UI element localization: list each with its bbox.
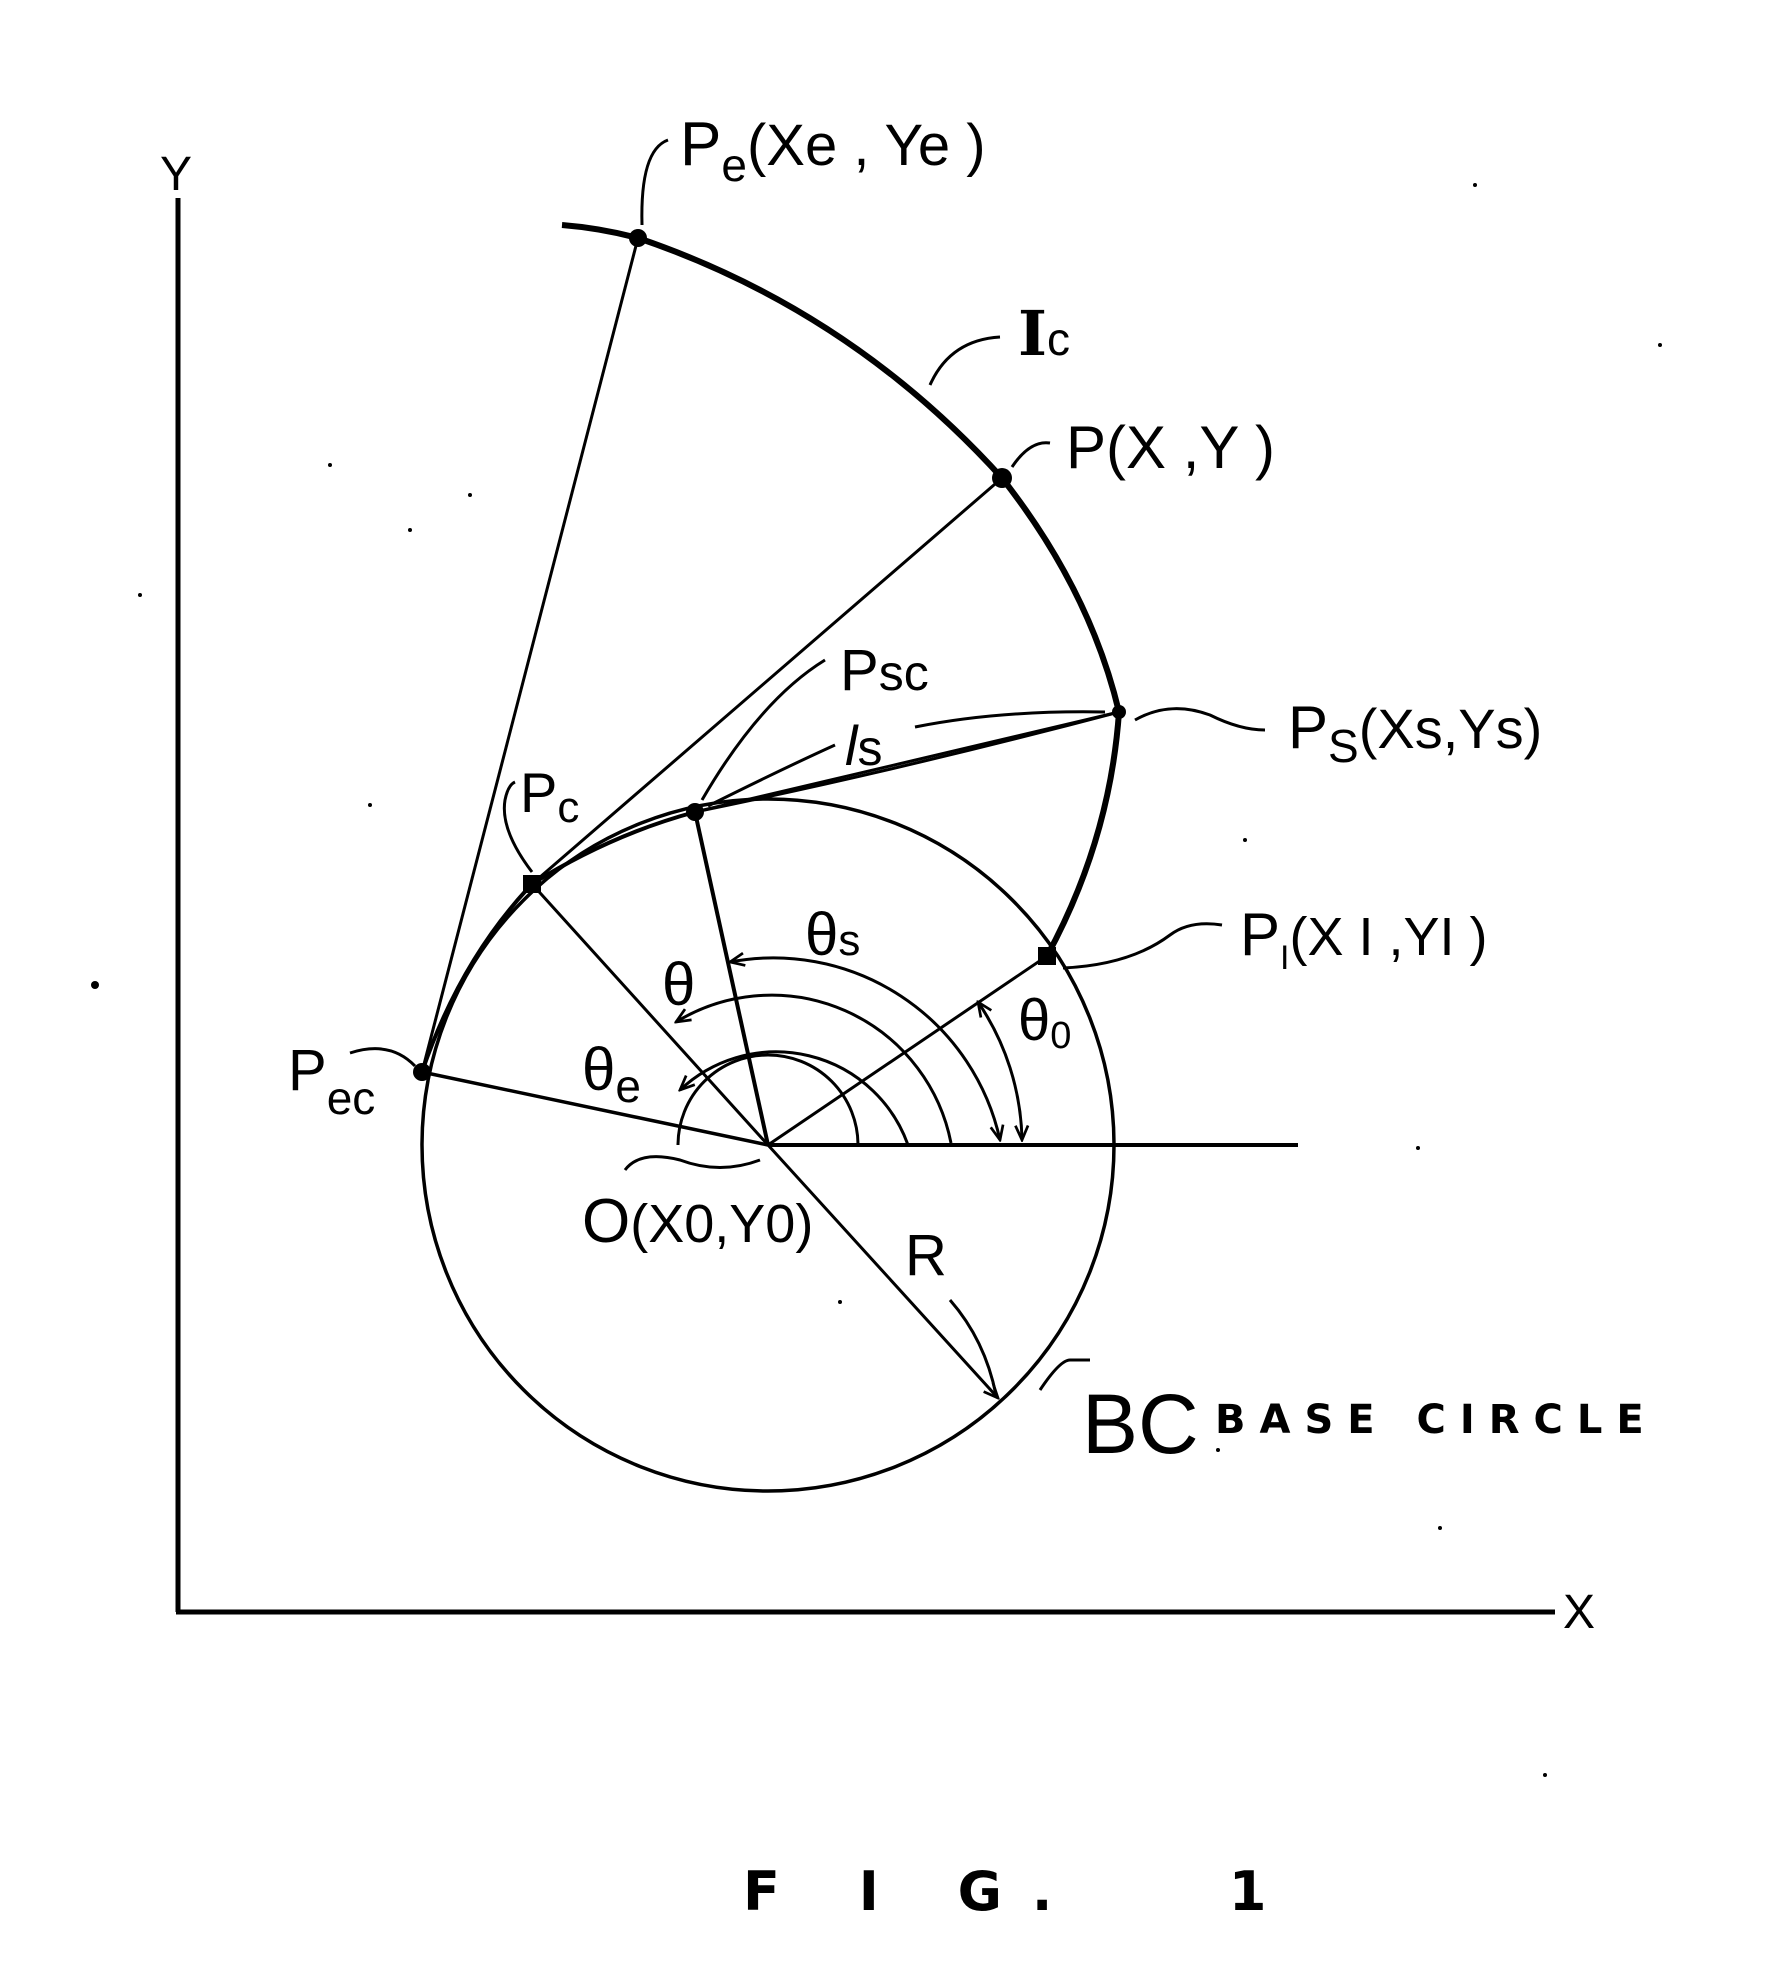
label-theta: θ: [662, 951, 695, 1018]
angle-arc-theta-0: [978, 1002, 1022, 1140]
leader-ic: [928, 335, 1001, 386]
line-psc-ps: [694, 710, 1120, 814]
radius-to-pec: [421, 1070, 769, 1147]
curve-pc-psc: [530, 810, 696, 886]
point-pc: [523, 875, 541, 893]
leader-pc: [502, 780, 534, 873]
label-base-circle: BASE CIRCLE: [1215, 1397, 1658, 1443]
leader-pi: [1062, 922, 1223, 970]
angle-arc-theta-e: [680, 1050, 910, 1146]
label-psc: Psc: [840, 638, 929, 703]
label-origin: O(X0,Y0): [582, 1187, 813, 1256]
label-pc: Pc: [520, 761, 579, 832]
label-theta-e: θe: [582, 1036, 641, 1112]
line-pec-pe: [420, 237, 640, 1073]
curve-pec-pc: [420, 882, 534, 1073]
labels: Pe(Xe , Ye ) Ic P(X ,Y ) PS(Xs,Ys) PI(X …: [288, 110, 1658, 1471]
x-axis-label: X: [1563, 1586, 1595, 1639]
label-p: P(X ,Y ): [1066, 414, 1275, 481]
angle-arc-theta-s-visible: [730, 958, 1000, 1140]
point-p: [992, 468, 1012, 488]
label-pi: PI(X I ,YI ): [1240, 901, 1488, 977]
leader-ps: [1134, 707, 1266, 732]
leader-lines: [349, 138, 1266, 1396]
radius-to-psc: [693, 811, 770, 1146]
point-pec: [413, 1063, 431, 1081]
line-pc-p: [531, 476, 1003, 886]
radius-r: [766, 1143, 998, 1398]
figure-caption: F I G. 1: [743, 1860, 1296, 1923]
label-pec: Pec: [288, 1038, 375, 1124]
label-theta-s: θs: [805, 901, 860, 968]
leader-r: [948, 1299, 998, 1396]
label-theta-0: θ0: [1018, 988, 1071, 1057]
leader-o: [623, 1155, 761, 1171]
label-ps: PS(Xs,Ys): [1288, 694, 1542, 772]
scan-specks: [91, 183, 1662, 1777]
radius-to-pc: [530, 882, 770, 1147]
label-ls: ls: [845, 714, 882, 777]
leader-bc: [1038, 1358, 1090, 1391]
leader-psc: [700, 658, 826, 801]
label-bc: BC: [1082, 1377, 1199, 1471]
label-radius: R: [905, 1223, 947, 1288]
leader-p: [1010, 441, 1051, 468]
point-ps: [1112, 705, 1126, 719]
leader-ls: [707, 743, 836, 808]
point-pe: [629, 229, 647, 247]
y-axis-label: Y: [160, 148, 192, 201]
label-pe: Pe(Xe , Ye ): [680, 110, 986, 191]
axes: Y X: [160, 148, 1595, 1639]
point-pi: [1038, 947, 1056, 965]
leader-pe: [640, 138, 669, 226]
point-psc: [686, 803, 704, 821]
points: [413, 229, 1126, 1081]
label-ic: Ic: [1018, 297, 1070, 370]
leader-pec: [349, 1047, 417, 1068]
leader-ls-right: [914, 710, 1106, 729]
